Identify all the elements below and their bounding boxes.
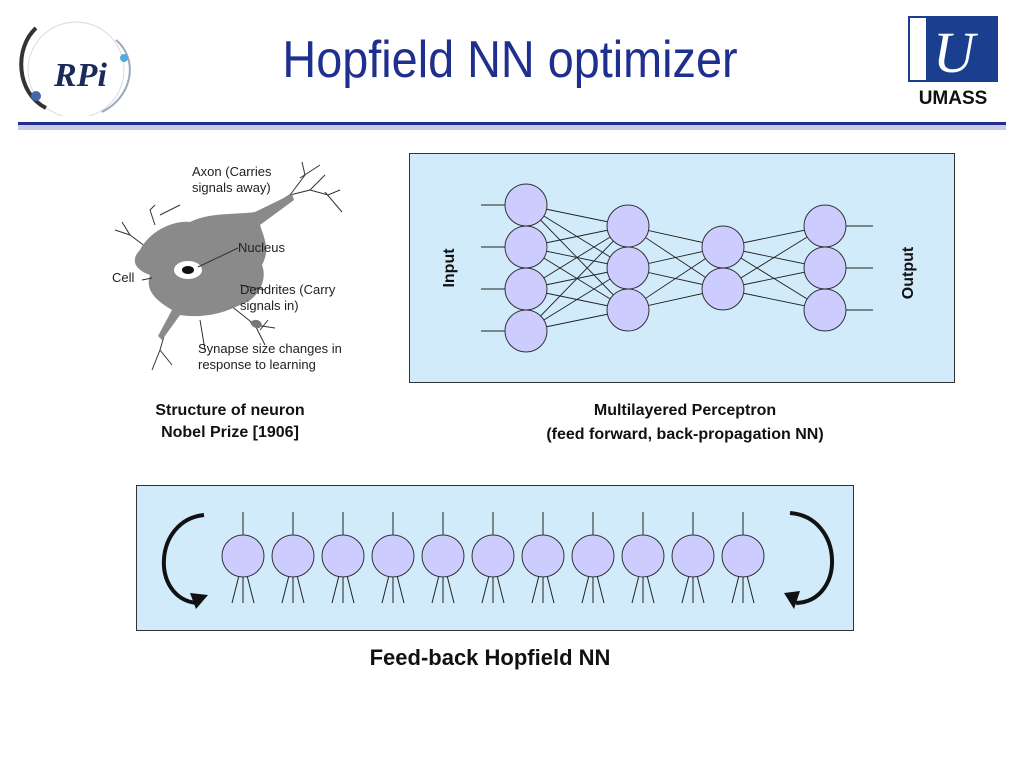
synapse-label-1: Synapse size changes in (198, 341, 342, 356)
hopfield-bottom-line (646, 576, 655, 604)
hopfield-node (221, 534, 265, 578)
hopfield-bottom-line (396, 576, 405, 604)
mlp-caption-line1: Multilayered Perceptron (593, 402, 777, 419)
cell-label: Cell (112, 270, 135, 285)
hopfield-bottom-line (496, 576, 505, 604)
mlp-node-layer-4 (803, 204, 847, 248)
mlp-nodes (504, 183, 847, 353)
hopfield-node (621, 534, 665, 578)
hopfield-bottom-line (331, 576, 340, 604)
hopfield-bottom-line (346, 576, 355, 604)
mlp-node-layer-4 (803, 288, 847, 332)
hopfield-bottom-line (281, 576, 290, 604)
hopfield-bottom-line (246, 576, 255, 604)
mlp-node-layer-1 (504, 309, 548, 353)
rpi-logo: RPi (19, 21, 131, 116)
hopfield-diagram (162, 511, 834, 609)
cell-body (134, 194, 294, 340)
mlp-node-layer-1 (504, 267, 548, 311)
mlp-node-layer-4 (803, 246, 847, 290)
mlp-diagram: Input Output (441, 183, 917, 353)
hopfield-bottom-line (731, 576, 740, 604)
hopfield-node (471, 534, 515, 578)
hopfield-node (371, 534, 415, 578)
hopfield-node (321, 534, 365, 578)
hopfield-bottom-line (681, 576, 690, 604)
hopfield-bottom-line (696, 576, 705, 604)
hopfield-node (721, 534, 765, 578)
umass-logo-text: UMASS (919, 88, 988, 108)
mlp-node-layer-2 (606, 246, 650, 290)
dendrites-label-2: signals in) (240, 298, 299, 313)
dendrites-label-1: Dendrites (Carry (240, 282, 336, 297)
feedback-arrow-left (162, 513, 208, 609)
hopfield-caption: Feed-back Hopfield NN (369, 645, 611, 670)
hopfield-bottom-line (581, 576, 590, 604)
mlp-node-layer-2 (606, 204, 650, 248)
axon-label-1: Axon (Carries (192, 164, 272, 179)
neuron-caption-line2: Nobel Prize [1906] (161, 424, 299, 441)
hopfield-bottom-line (446, 576, 455, 604)
hopfield-node (521, 534, 565, 578)
hopfield-bottom-line (381, 576, 390, 604)
axon-label-2: signals away) (192, 180, 271, 195)
hopfield-bottom-line (596, 576, 605, 604)
mlp-input-label: Input (441, 248, 458, 288)
hopfield-bottom-line (746, 576, 755, 604)
title-rule (18, 122, 1006, 130)
hopfield-node (671, 534, 715, 578)
mlp-node-layer-2 (606, 288, 650, 332)
mlp-node-layer-3 (701, 225, 745, 269)
synapse-label-2: response to learning (198, 357, 316, 372)
mlp-node-layer-3 (701, 267, 745, 311)
hopfield-bottom-line (531, 576, 540, 604)
slide-title: Hopfield NN optimizer (282, 31, 738, 89)
hopfield-bottom-line (481, 576, 490, 604)
mlp-connection (525, 225, 629, 332)
mlp-node-layer-1 (504, 225, 548, 269)
neuron-diagram (114, 161, 343, 371)
hopfield-nodes (221, 512, 765, 604)
rpi-logo-text: RPi (53, 57, 107, 94)
hopfield-node (421, 534, 465, 578)
umass-logo-mark: U (933, 20, 979, 85)
hopfield-bottom-line (546, 576, 555, 604)
hopfield-bottom-line (296, 576, 305, 604)
mlp-caption-line2: (feed forward, back-propagation NN) (546, 426, 824, 443)
feedback-arrow-right (784, 511, 834, 609)
nucleus-label: Nucleus (238, 240, 285, 255)
mlp-output-label: Output (900, 246, 917, 299)
hopfield-bottom-line (631, 576, 640, 604)
mlp-node-layer-1 (504, 183, 548, 227)
hopfield-bottom-line (231, 576, 240, 604)
hopfield-node (571, 534, 615, 578)
neuron-caption-line1: Structure of neuron (155, 402, 305, 419)
hopfield-node (271, 534, 315, 578)
umass-logo: U UMASS (908, 16, 998, 108)
hopfield-bottom-line (431, 576, 440, 604)
